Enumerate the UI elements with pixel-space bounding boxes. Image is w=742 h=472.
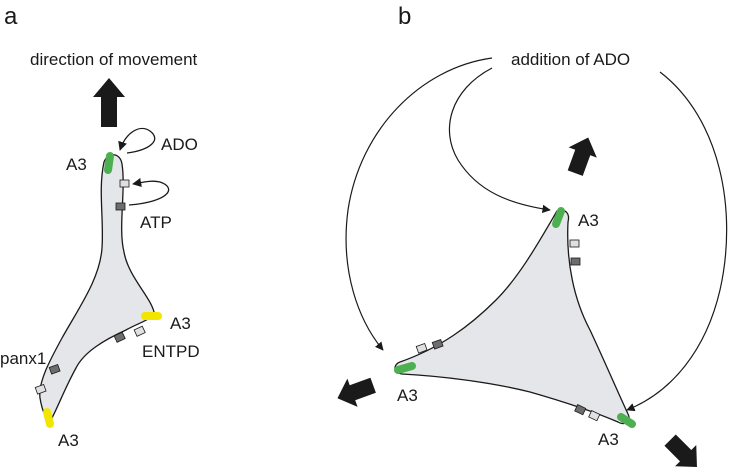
entpd-channel-dark-a	[113, 331, 126, 343]
movement-arrow-a	[93, 78, 125, 127]
a3-label-right-b: A3	[598, 430, 619, 449]
panel-b-caption: addition of ADO	[511, 50, 630, 69]
a3-label-right-a: A3	[170, 314, 191, 333]
a3-receptor-bottom-a	[43, 408, 54, 428]
panel-a-letter: a	[4, 3, 18, 30]
channel-light-top-b	[569, 239, 580, 248]
movement-arrow-b-right	[664, 434, 697, 467]
a3-label-top-b: A3	[578, 211, 599, 230]
movement-arrow-b-left	[337, 377, 376, 407]
a3-receptor-top-a	[104, 152, 114, 174]
channel-light-top-a	[119, 179, 130, 188]
channel-dark-top-a	[115, 202, 126, 211]
cell-b	[394, 209, 630, 425]
panel-b-letter: b	[398, 3, 411, 30]
ado-arrow-right	[626, 71, 728, 412]
channel-dark-top-b	[570, 257, 581, 266]
atp-label: ATP	[140, 213, 172, 232]
ado-arrow-left	[345, 57, 493, 351]
entpd-label: ENTPD	[142, 342, 200, 361]
a3-receptor-top-b	[552, 207, 565, 228]
a3-label-bottom-a: A3	[58, 431, 79, 450]
panx1-channel-dark-a	[48, 363, 61, 375]
a3-label-left-b: A3	[397, 386, 418, 405]
entpd-channel-light-a	[133, 325, 146, 337]
cell-a	[39, 154, 155, 420]
channel-dark-left-b	[431, 338, 444, 350]
channel-light-right-b	[588, 410, 601, 422]
a3-receptor-left-b	[394, 362, 416, 374]
panx1-channel-light-a	[34, 383, 47, 395]
channel-light-left-b	[415, 342, 428, 354]
a3-label-top-a: A3	[66, 155, 87, 174]
ado-label: ADO	[161, 135, 198, 154]
movement-arrow-b-top	[567, 137, 597, 176]
panx1-label: panx1	[0, 349, 46, 368]
channel-dark-right-b	[574, 404, 587, 416]
panel-b: b addition of ADO A3 A3 A3	[337, 3, 728, 467]
panel-a-caption: direction of movement	[30, 50, 198, 69]
atp-loop-arrow	[128, 178, 170, 206]
panel-a: a direction of movement ADO ATP A3 A3 EN…	[0, 3, 200, 450]
ado-loop-arrow	[118, 127, 156, 154]
a3-receptor-right-b	[617, 413, 636, 428]
ado-arrow-top	[448, 67, 551, 214]
